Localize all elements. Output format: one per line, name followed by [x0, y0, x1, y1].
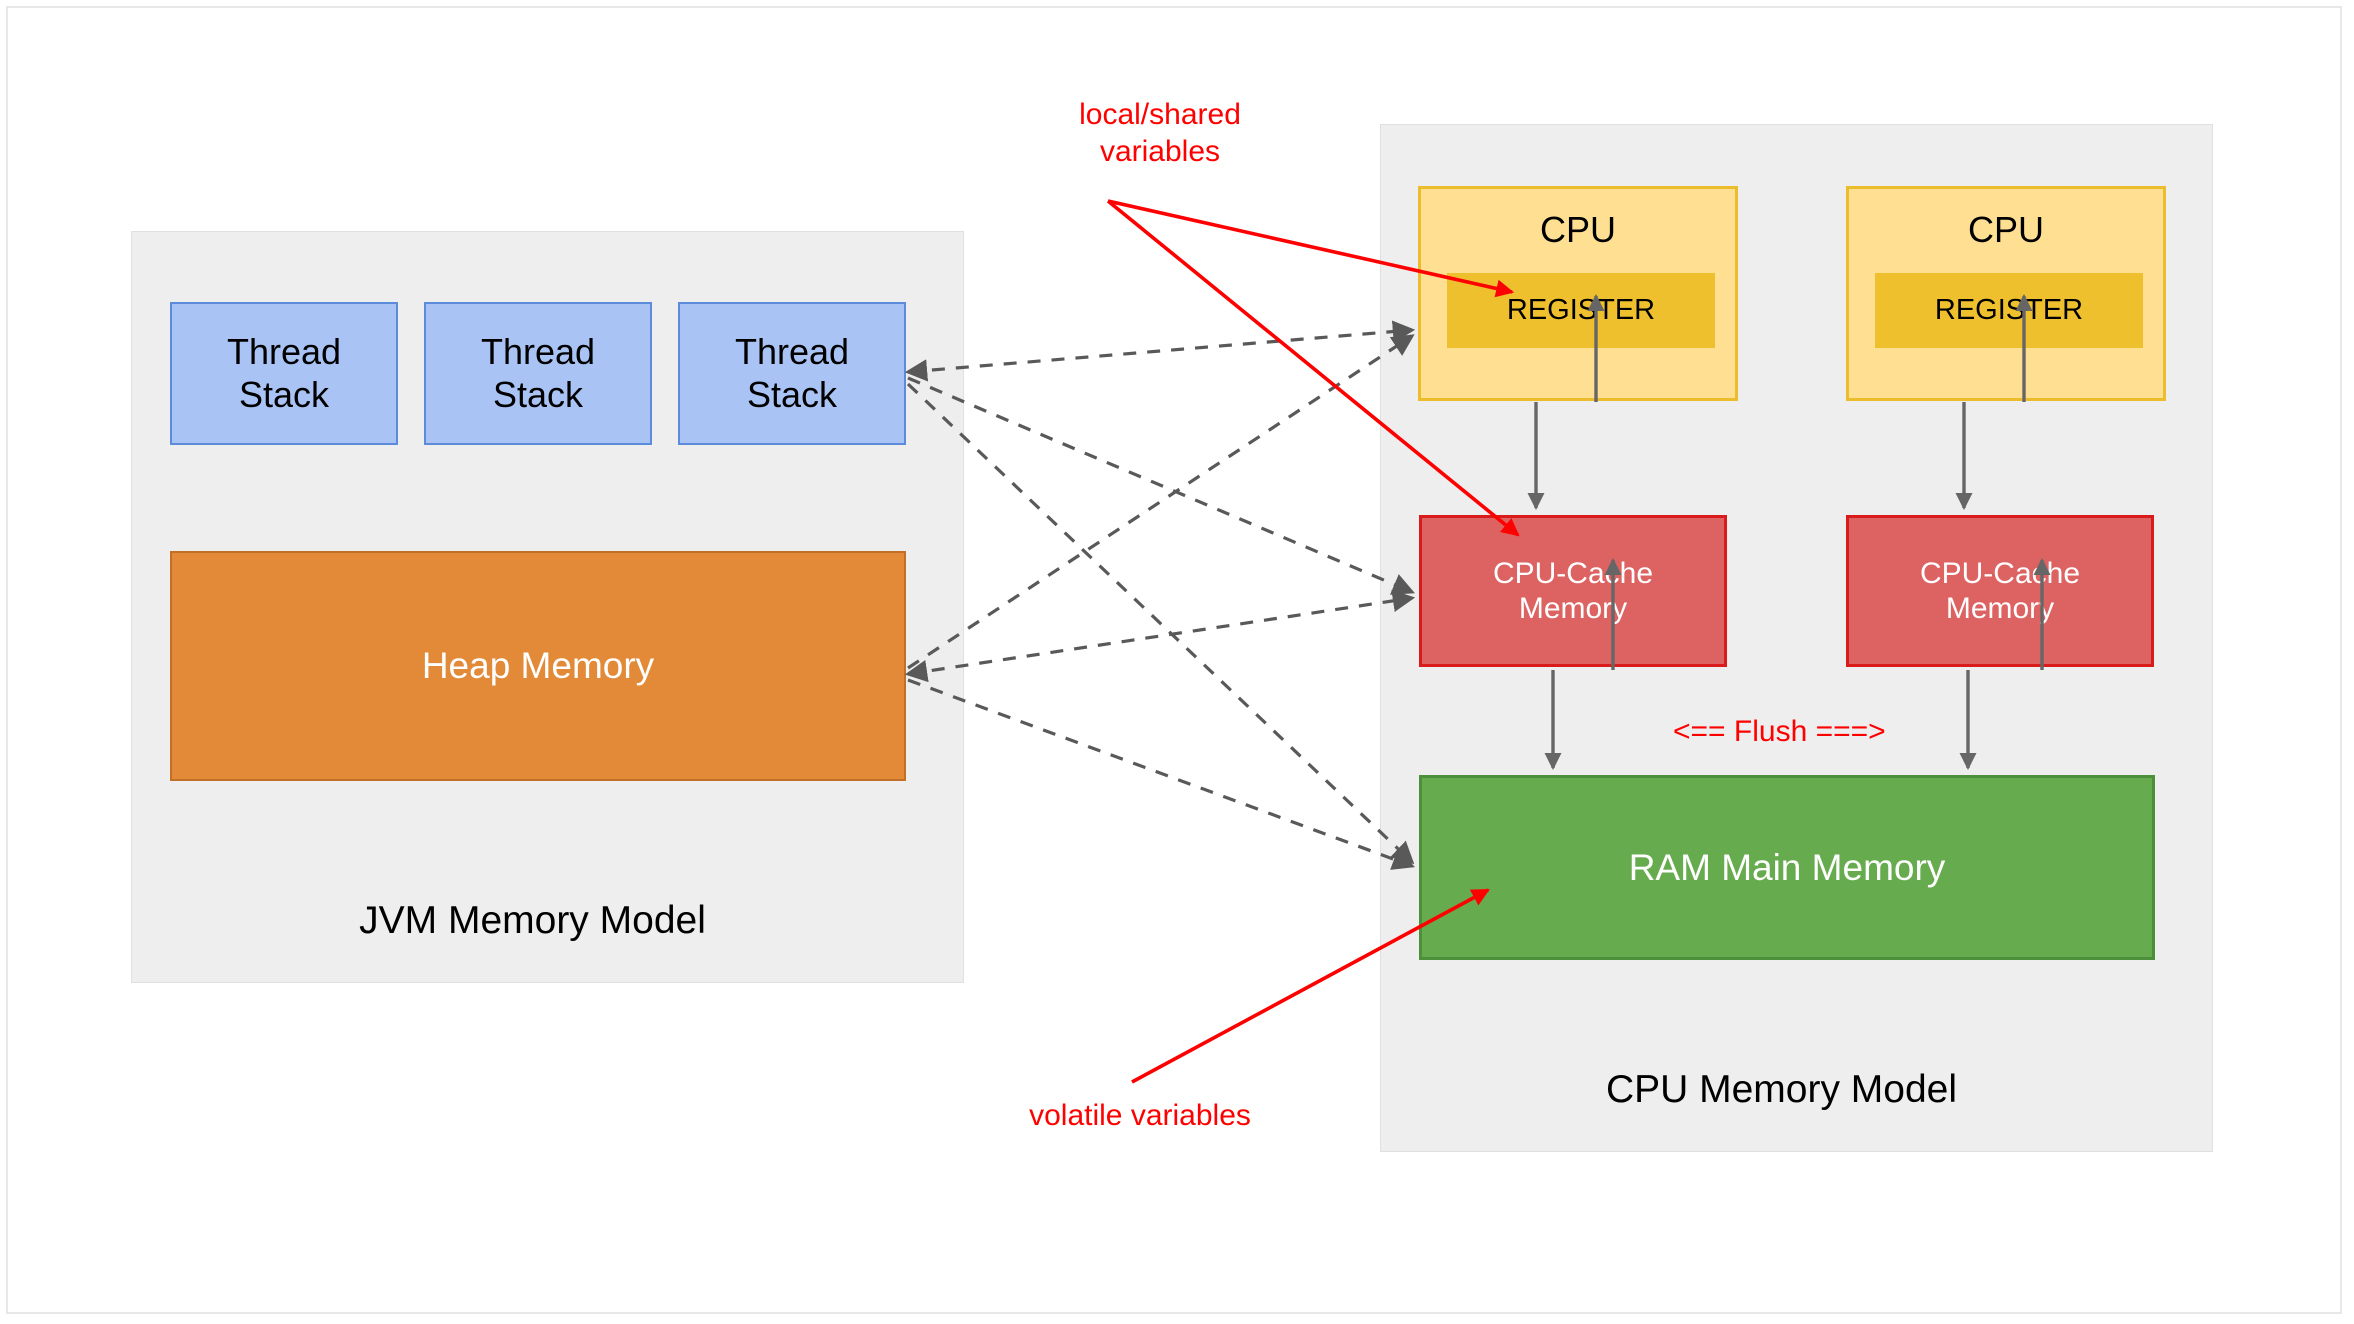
register-label-1: REGISTER	[1506, 294, 1656, 327]
flush-label: <== Flush ===>	[1673, 715, 1886, 748]
cpu-cache-line1: CPU-Cache	[1492, 556, 1654, 590]
ram-main-memory-box[interactable]: RAM Main Memory	[1419, 775, 2155, 960]
thread-stack-line2: Stack	[492, 373, 584, 415]
cpu-box-2[interactable]: CPU REGISTER	[1846, 186, 2166, 401]
local-shared-variables-annotation: local/shared variables	[1079, 98, 1241, 168]
cpu-cache-memory-box-1[interactable]: CPU-Cache Memory	[1419, 515, 1727, 667]
heap-memory-label: Heap Memory	[421, 645, 655, 687]
thread-stack-label-3: Thread Stack	[735, 331, 849, 416]
thread-stack-label-1: Thread Stack	[227, 331, 341, 416]
thread-stack-box-3[interactable]: Thread Stack	[678, 302, 906, 445]
thread-stack-line1: Thread	[226, 331, 342, 373]
arrow-heap-to-cache	[904, 589, 1416, 683]
thread-stack-line1: Thread	[480, 331, 596, 373]
volatile-variables-annotation: volatile variables	[1029, 1099, 1251, 1132]
cpu-box-1[interactable]: CPU REGISTER	[1418, 186, 1738, 401]
thread-stack-line2: Stack	[238, 373, 330, 415]
cpu-title-2: CPU	[1967, 209, 2044, 250]
jvm-memory-model-label: JVM Memory Model	[359, 899, 706, 942]
cpu-cache-memory-box-2[interactable]: CPU-Cache Memory	[1846, 515, 2154, 667]
cpu-memory-model-label: CPU Memory Model	[1605, 1068, 1958, 1111]
cpu-title-1: CPU	[1539, 209, 1616, 250]
ram-main-memory-label: RAM Main Memory	[1628, 846, 1946, 888]
thread-stack-line2: Stack	[746, 373, 838, 415]
cpu-cache-label-1: CPU-Cache Memory	[1493, 556, 1653, 627]
arrow-threadstack-to-register	[904, 320, 1416, 382]
arrow-threadstack-to-cache	[907, 376, 1415, 595]
arrow-heap-to-ram	[907, 678, 1416, 870]
heap-memory-box[interactable]: Heap Memory	[170, 551, 906, 781]
cpu-cache-label-2: CPU-Cache Memory	[1920, 556, 2080, 627]
thread-stack-label-2: Thread Stack	[481, 331, 595, 416]
cpu-cache-line2: Memory	[1945, 592, 2055, 625]
thread-stack-box-2[interactable]: Thread Stack	[424, 302, 652, 445]
arrow-threadstack-to-ram	[906, 382, 1415, 865]
thread-stack-box-1[interactable]: Thread Stack	[170, 302, 398, 445]
register-box-1[interactable]: REGISTER	[1447, 273, 1715, 348]
thread-stack-line1: Thread	[734, 331, 850, 373]
register-label-2: REGISTER	[1934, 294, 2084, 327]
cpu-cache-line1: CPU-Cache	[1919, 556, 2081, 590]
register-box-2[interactable]: REGISTER	[1875, 273, 2143, 348]
arrow-heap-to-register	[907, 334, 1415, 670]
cpu-cache-line2: Memory	[1518, 592, 1628, 625]
dashed-connectors	[904, 320, 1416, 870]
